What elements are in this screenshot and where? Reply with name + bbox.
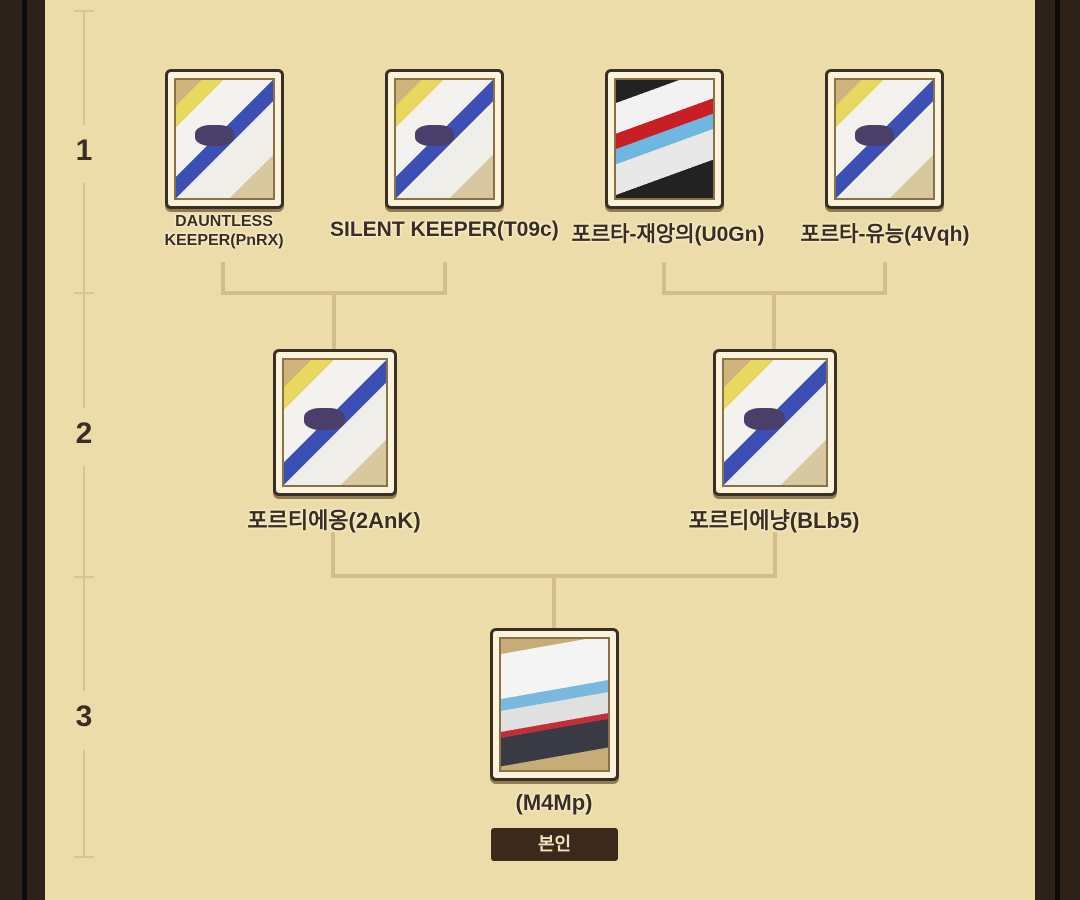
self-badge: 본인 (491, 828, 618, 861)
pet-name-t09c[interactable]: SILENT KEEPER(T09c) (330, 218, 559, 241)
pet-portrait (394, 78, 495, 200)
generation-label-3: 3 (75, 700, 93, 733)
connector-line (772, 291, 776, 350)
pet-name-line: DAUNTLESS (175, 213, 273, 230)
generation-label-1: 1 (75, 134, 93, 167)
right-frame (1035, 0, 1080, 900)
pet-portrait (174, 78, 275, 200)
pet-portrait (614, 78, 715, 200)
pet-name-blb5[interactable]: 포르티에냥(BLb5) (688, 508, 860, 533)
connector-line (773, 532, 777, 578)
connector-line (332, 291, 336, 350)
ruler-tick (74, 576, 94, 578)
connector-line (221, 262, 225, 295)
generation-ruler (83, 10, 85, 125)
pet-card-u0gn[interactable] (605, 69, 724, 209)
generation-ruler (83, 466, 85, 691)
connector-line (331, 532, 335, 578)
generation-ruler (83, 750, 85, 857)
pet-card-m4mp[interactable] (490, 628, 619, 781)
pet-name-m4mp[interactable]: (M4Mp) (515, 790, 593, 815)
pet-card-t09c[interactable] (385, 69, 504, 209)
pet-card-4vqh[interactable] (825, 69, 944, 209)
generation-ruler (83, 183, 85, 408)
pet-portrait (282, 358, 388, 487)
pet-portrait (499, 637, 610, 772)
pet-name-2ank[interactable]: 포르티에옹(2AnK) (247, 508, 421, 533)
connector-line (883, 262, 887, 295)
connector-line (662, 262, 666, 295)
pet-card-2ank[interactable] (273, 349, 397, 496)
pet-name-4vqh[interactable]: 포르타-유능(4Vqh) (800, 223, 970, 246)
pet-portrait (834, 78, 935, 200)
generation-label-2: 2 (75, 417, 93, 450)
left-frame (0, 0, 45, 900)
pet-name-line: KEEPER(PnRX) (164, 232, 284, 249)
ruler-tick (74, 292, 94, 294)
ruler-tick (74, 10, 94, 12)
pet-card-pnrx[interactable] (165, 69, 284, 209)
pet-card-blb5[interactable] (713, 349, 837, 496)
pet-name-pnrx[interactable]: DAUNTLESS KEEPER(PnRX) (144, 212, 304, 250)
pet-name-u0gn[interactable]: 포르타-재앙의(U0Gn) (571, 223, 765, 246)
pet-portrait (722, 358, 828, 487)
ruler-tick (74, 856, 94, 858)
connector-line (552, 574, 556, 629)
connector-line (443, 262, 447, 295)
